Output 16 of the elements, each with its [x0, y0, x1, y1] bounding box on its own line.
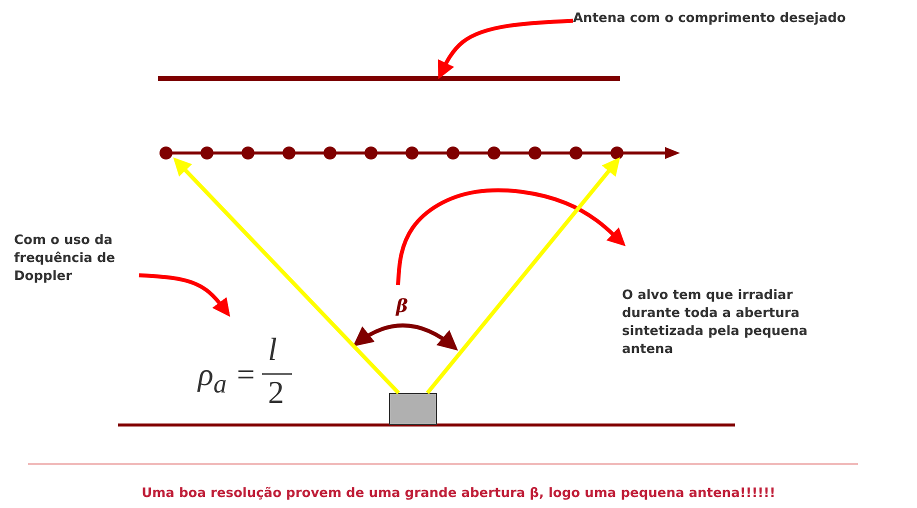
antenna-box	[389, 393, 437, 425]
annotation-text: Antena com o comprimento desejado	[573, 10, 847, 28]
curved-arrow	[138, 273, 230, 317]
antenna-bar	[158, 76, 620, 81]
angle-label: β	[396, 296, 408, 317]
curved-arrow	[396, 188, 626, 286]
synthetic-aperture-line	[160, 146, 682, 160]
caption-text: Uma boa resolução provem de uma grande abertura β, logo uma pequena antena!!!!!!	[140, 486, 776, 501]
beam-line	[173, 157, 400, 394]
formula-numerator: l	[268, 331, 277, 368]
curved-arrow	[438, 18, 574, 80]
formula-denominator: 2	[268, 374, 284, 411]
beam-line	[426, 157, 620, 394]
formula-text: ρ$_{a}$ =	[198, 356, 256, 400]
annotation-text: O alvo tem que irradiar durante toda a abertura sintetizada pela pequena antena	[622, 287, 808, 359]
annotation-text: Com o uso da frequência de Doppler	[14, 232, 116, 286]
